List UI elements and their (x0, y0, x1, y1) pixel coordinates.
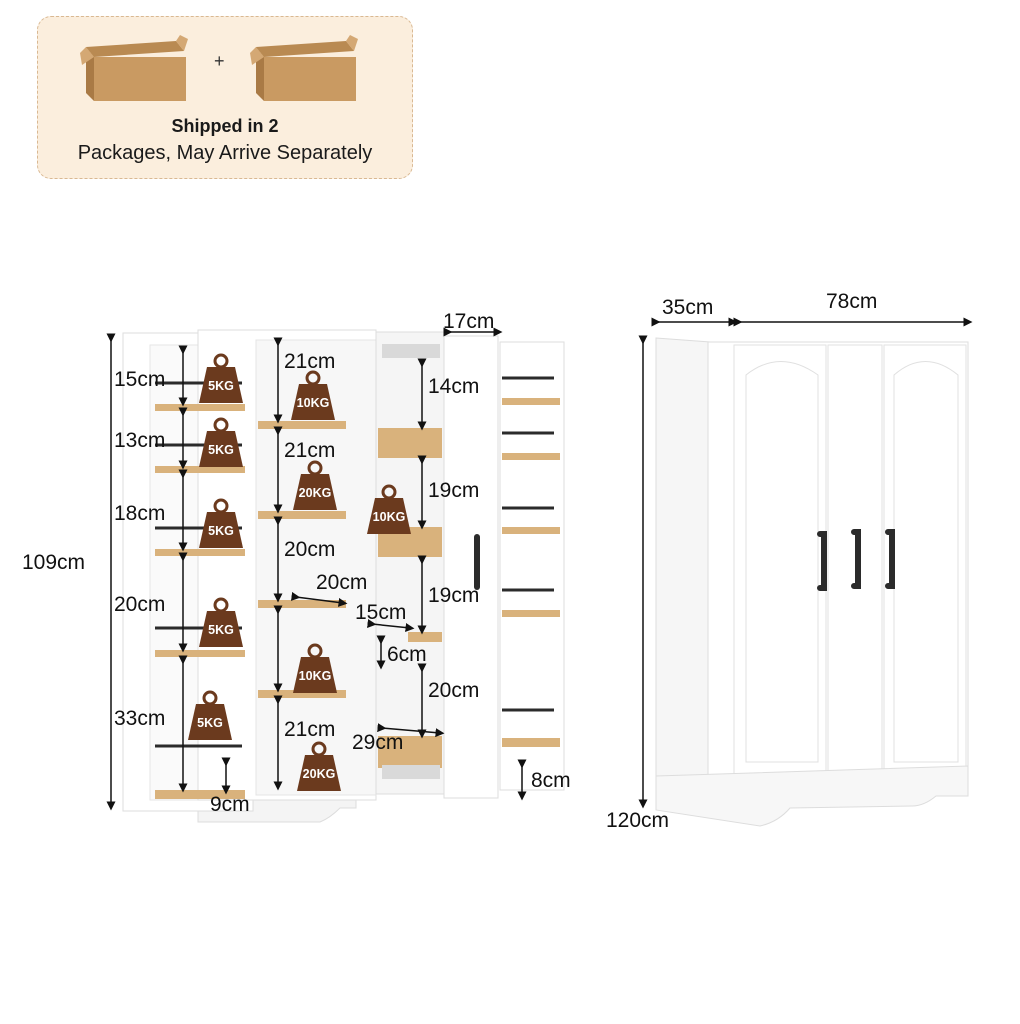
weight-label: 10KG (373, 510, 406, 524)
shipping-subtitle: Packages, May Arrive Separately (77, 142, 373, 164)
pullout-gap-label: 14cm (428, 375, 479, 398)
pullout-gap-label: 20cm (428, 679, 479, 702)
weight-label: 5KG (197, 716, 223, 730)
shipping-title: Shipped in 2 (171, 116, 279, 136)
door-handle (474, 534, 480, 590)
shelf-gap-label: 20cm (284, 538, 335, 561)
weight-label: 5KG (208, 443, 234, 457)
door-gap-label: 33cm (114, 707, 165, 730)
depth-label: 35cm (662, 296, 713, 319)
open-cabinet: 5KG 5KG 5KG 5KG 5KG 10KG 20KG 10KG 20KG … (22, 310, 571, 823)
width-label: 78cm (826, 290, 877, 313)
shelf-depth-label: 20cm (316, 571, 367, 594)
door-gap-label: 9cm (210, 793, 250, 816)
weight-label: 10KG (299, 669, 332, 683)
height-label: 120cm (606, 809, 669, 832)
pullout-gap-label: 19cm (428, 479, 479, 502)
weight-label: 5KG (208, 524, 234, 538)
door-gap-label: 15cm (114, 368, 165, 391)
package-box-icon (80, 35, 188, 101)
base-height-label: 8cm (531, 769, 571, 792)
shelf-gap-label: 21cm (284, 350, 335, 373)
height-label: 109cm (22, 551, 85, 574)
shipping-info-card: + Shipped in 2 Packages, May Arrive Sepa… (37, 16, 413, 179)
weight-label: 20KG (303, 767, 336, 781)
shelf-gap-label: 21cm (284, 718, 335, 741)
door-gap-label: 18cm (114, 502, 165, 525)
door-gap-label: 13cm (114, 429, 165, 452)
door-gap-label: 20cm (114, 593, 165, 616)
weight-label: 10KG (297, 396, 330, 410)
pullout-gap-label: 6cm (387, 643, 427, 666)
basket-depth-label: 29cm (352, 731, 403, 754)
door-handle (851, 529, 861, 589)
door-handle (817, 531, 827, 591)
pullout-gap-label: 19cm (428, 584, 479, 607)
closed-cabinet: 35cm 78cm 120cm (606, 290, 973, 832)
plus-sign: + (214, 51, 225, 71)
weight-label: 5KG (208, 379, 234, 393)
weight-label: 5KG (208, 623, 234, 637)
weight-label: 20KG (299, 486, 332, 500)
shelf-gap-label: 21cm (284, 439, 335, 462)
pullout-width-label: 17cm (443, 310, 494, 333)
door-handle (885, 529, 895, 589)
package-box-icon (250, 35, 358, 101)
basket-depth-label: 15cm (355, 601, 406, 624)
